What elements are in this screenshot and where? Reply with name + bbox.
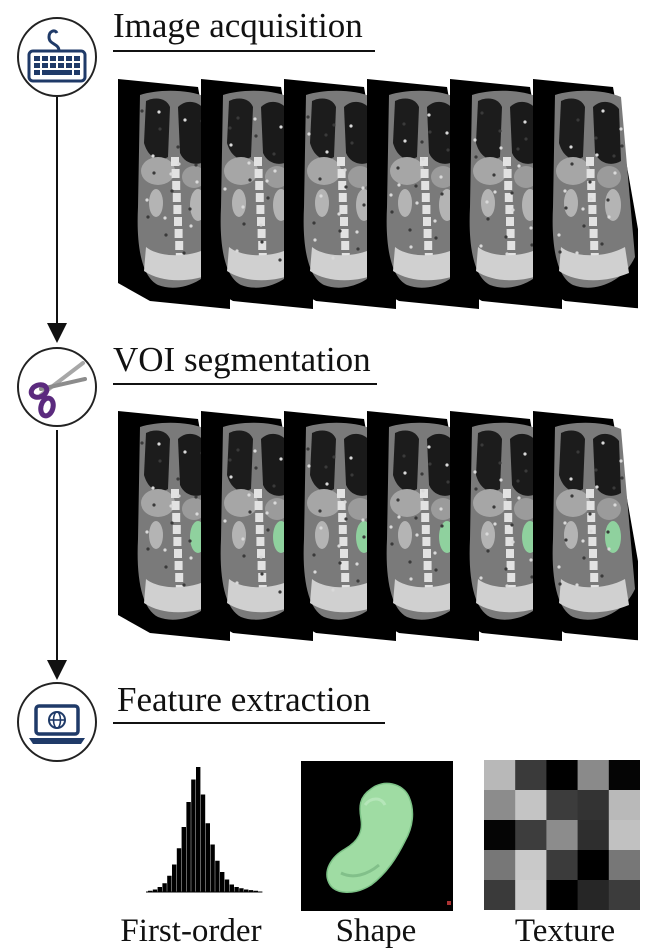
texture-cell (546, 820, 578, 851)
histogram-bar (191, 780, 195, 893)
texture-matrix (484, 760, 640, 910)
segmented-ct-slice (533, 411, 638, 641)
texture-cell (515, 850, 547, 881)
histogram-bar (225, 880, 229, 893)
ct-slice (533, 79, 638, 309)
histogram-bar (215, 861, 219, 892)
histogram-bar (172, 865, 176, 893)
first-order-histogram (140, 760, 270, 900)
texture-cell (515, 790, 547, 821)
texture-cell (578, 880, 610, 910)
histogram-bar (148, 891, 152, 892)
histogram-bar (182, 827, 186, 892)
texture-cell (546, 850, 578, 881)
texture-cell (484, 850, 516, 881)
texture-cell (484, 790, 516, 821)
texture-cell (546, 790, 578, 821)
scissors-icon (19, 349, 95, 425)
shape-kidney-render (301, 761, 453, 911)
histogram-bar (177, 848, 181, 892)
texture-cell (515, 820, 547, 851)
texture-cell (609, 820, 640, 851)
texture-cell (515, 880, 547, 910)
texture-cell (578, 850, 610, 881)
texture-cell (546, 880, 578, 910)
histogram-bar (210, 845, 214, 893)
histogram-bar (158, 887, 162, 892)
caption-texture: Texture (502, 912, 628, 950)
texture-cell (609, 880, 640, 910)
histogram-bar (201, 795, 205, 893)
ct-slice-stack-segmentation (118, 405, 638, 645)
histogram-bar (186, 802, 190, 892)
keyboard-icon-circle (17, 17, 97, 97)
histogram-bar (244, 890, 248, 893)
texture-cell (484, 760, 516, 791)
texture-cell (578, 760, 610, 791)
texture-cell (515, 760, 547, 791)
scissors-icon-circle (17, 347, 97, 427)
texture-cell (609, 790, 640, 821)
histogram-bar (234, 887, 238, 892)
texture-cell (578, 820, 610, 851)
histogram-bar (153, 890, 157, 893)
texture-cell (609, 850, 640, 881)
texture-cell (484, 820, 516, 851)
step-rule-extraction (113, 722, 385, 724)
histogram-bar (206, 823, 210, 892)
histogram-bar (254, 891, 258, 892)
histogram-bar (249, 890, 253, 892)
ct-slice-stack-acquisition (118, 73, 638, 313)
histogram-bar (162, 883, 166, 892)
histogram-bar (196, 767, 200, 892)
histogram-bar (167, 876, 171, 892)
step-title-segmentation: VOI segmentation (113, 340, 371, 380)
texture-cell (484, 880, 516, 910)
texture-cell (578, 790, 610, 821)
histogram-bar (239, 888, 243, 892)
caption-shape: Shape (316, 912, 436, 950)
keyboard-icon (19, 19, 95, 95)
step-title-extraction: Feature extraction (117, 680, 371, 720)
caption-first-order: First-order (108, 912, 274, 950)
laptop-icon-circle (17, 682, 97, 762)
step-rule-acquisition (113, 50, 375, 52)
step-rule-segmentation (113, 383, 377, 385)
histogram-bar (230, 885, 234, 893)
texture-cell (609, 760, 640, 791)
laptop-globe-icon (19, 684, 95, 760)
histogram-bar (220, 872, 224, 892)
texture-cell (546, 760, 578, 791)
step-title-acquisition: Image acquisition (113, 6, 363, 46)
